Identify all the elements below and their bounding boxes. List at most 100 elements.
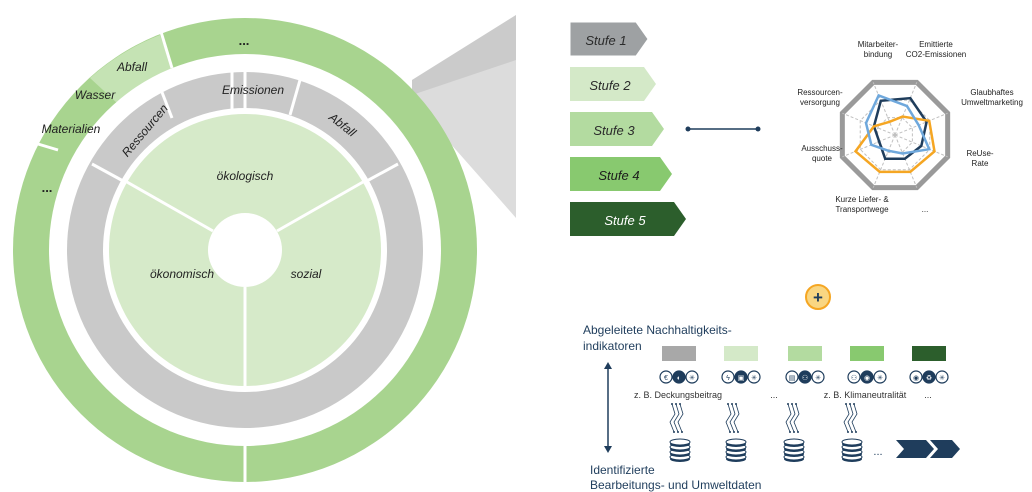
data-link-line xyxy=(847,403,854,433)
indicator-swatch-4 xyxy=(850,346,884,361)
database-disk-top xyxy=(669,438,691,446)
outer-divider xyxy=(156,21,174,69)
cloud-icon xyxy=(860,370,874,384)
dots-icon-glyph: ✳ xyxy=(689,374,695,382)
radar-background xyxy=(780,40,1012,228)
data-link-dot xyxy=(681,431,683,433)
center-label-sozial: sozial xyxy=(291,267,322,281)
data-link-line xyxy=(785,403,792,433)
data-link-dot xyxy=(797,431,799,433)
stage-2-label: Stufe 2 xyxy=(589,78,631,93)
example-klimaneutralitaet: z. B. Klimaneutralität xyxy=(824,390,907,400)
stage-3: Stufe 3 xyxy=(570,112,664,146)
radar-axis-line xyxy=(894,134,918,188)
arrow-head-up xyxy=(604,362,612,369)
cloud-icon-glyph: ◉ xyxy=(913,375,919,382)
data-link-dot xyxy=(795,403,797,405)
data-link-dot xyxy=(789,431,791,433)
radar-axis-label-4: ReUse-Rate xyxy=(966,149,993,168)
database-icon xyxy=(783,438,805,462)
stage-2-shape xyxy=(570,67,656,101)
indicators-title-line1: Abgeleitete Nachhaltigkeits- xyxy=(583,323,732,337)
center-hole xyxy=(208,213,282,287)
data-link-line xyxy=(789,403,796,433)
outer-ring-highlight xyxy=(90,35,172,103)
data-link-line xyxy=(793,403,800,433)
stage-5-shape xyxy=(570,202,686,236)
database-disk-top xyxy=(783,438,805,446)
bottom-label-line2: Bearbeitungs- und Umweltdaten xyxy=(590,478,761,492)
data-link-line xyxy=(729,403,736,433)
middle-label-emissionen: Emissionen xyxy=(222,83,284,97)
data-link-dot xyxy=(845,403,847,405)
indicator-swatches xyxy=(662,346,946,361)
middle-divider xyxy=(91,162,126,184)
example-ellipsis-1: ... xyxy=(770,390,778,400)
radar-grid-ring xyxy=(877,117,913,153)
database-icons xyxy=(669,438,863,462)
database-disk-top xyxy=(841,438,863,446)
connector-dot-right xyxy=(755,126,761,132)
outer-label-abfall: Abfall xyxy=(116,60,147,74)
dots-icon-glyph: ✳ xyxy=(939,374,945,382)
data-link-dot xyxy=(791,403,793,405)
gauge-icon xyxy=(672,370,686,384)
outer-label-ellipsis-left: ... xyxy=(42,180,53,195)
database-icon xyxy=(669,438,691,462)
cloud-icon xyxy=(909,370,923,384)
data-link-dot xyxy=(853,403,855,405)
lightning-icon xyxy=(721,370,735,384)
indicator-swatch-1 xyxy=(662,346,696,361)
data-link-dot xyxy=(679,403,681,405)
radar-axis-label-8: Ressourcen-versorgung xyxy=(797,88,843,107)
stage-1: Stufe 1 xyxy=(569,21,649,57)
center-label-oekologisch: ökologisch xyxy=(217,169,274,183)
data-link-line xyxy=(677,403,684,433)
data-link-dot xyxy=(729,431,731,433)
stage-4-shape xyxy=(570,157,672,191)
radar-series-2 xyxy=(853,115,936,174)
database-icon xyxy=(841,438,863,462)
people-icon xyxy=(798,370,812,384)
middle-divider xyxy=(156,81,174,119)
center-label-oekonomisch: ökonomisch xyxy=(150,267,214,281)
stage-2: Stufe 2 xyxy=(570,67,656,101)
example-deckungsbeitrag: z. B. Deckungsbeitrag xyxy=(634,390,722,400)
data-link-dot xyxy=(847,431,849,433)
outer-divider xyxy=(17,136,59,152)
radar-axis-line xyxy=(842,134,896,158)
bottom-label-line1: Identifizierte xyxy=(590,463,655,477)
radar-axis-label-6: Kurze Liefer- &Transportwege xyxy=(835,195,889,214)
connector-dot-left xyxy=(685,126,691,132)
arrow-head-down xyxy=(604,446,612,453)
radar-series-3 xyxy=(864,93,932,155)
dots-icon xyxy=(935,370,949,384)
people-icon-glyph: ⚇ xyxy=(802,374,808,382)
stage-3-shape xyxy=(570,112,664,146)
data-link-dot xyxy=(733,431,735,433)
data-link-dot xyxy=(677,431,679,433)
dots-icon xyxy=(747,370,761,384)
db-ellipsis: ... xyxy=(873,446,882,458)
recycle-icon xyxy=(922,370,936,384)
radar-axis-label-5: ... xyxy=(922,205,929,214)
zoom-funnel-shade xyxy=(412,15,516,95)
dots-icon xyxy=(811,370,825,384)
radar-axis-label-7: Ausschuss-quote xyxy=(801,144,843,163)
plus-badge xyxy=(805,284,831,310)
data-link-line xyxy=(843,403,850,433)
outer-label-materialien: Materialien xyxy=(42,122,101,136)
middle-divider xyxy=(364,162,399,184)
dots-icon xyxy=(873,370,887,384)
people-icon xyxy=(847,370,861,384)
data-link-line xyxy=(725,403,732,433)
dots-icon xyxy=(685,370,699,384)
indicator-swatch-2 xyxy=(724,346,758,361)
stage-5: Stufe 5 xyxy=(570,202,686,236)
example-ellipsis-2: ... xyxy=(924,390,932,400)
plus-icon: + xyxy=(813,288,823,307)
radar-axis-line xyxy=(894,112,948,136)
